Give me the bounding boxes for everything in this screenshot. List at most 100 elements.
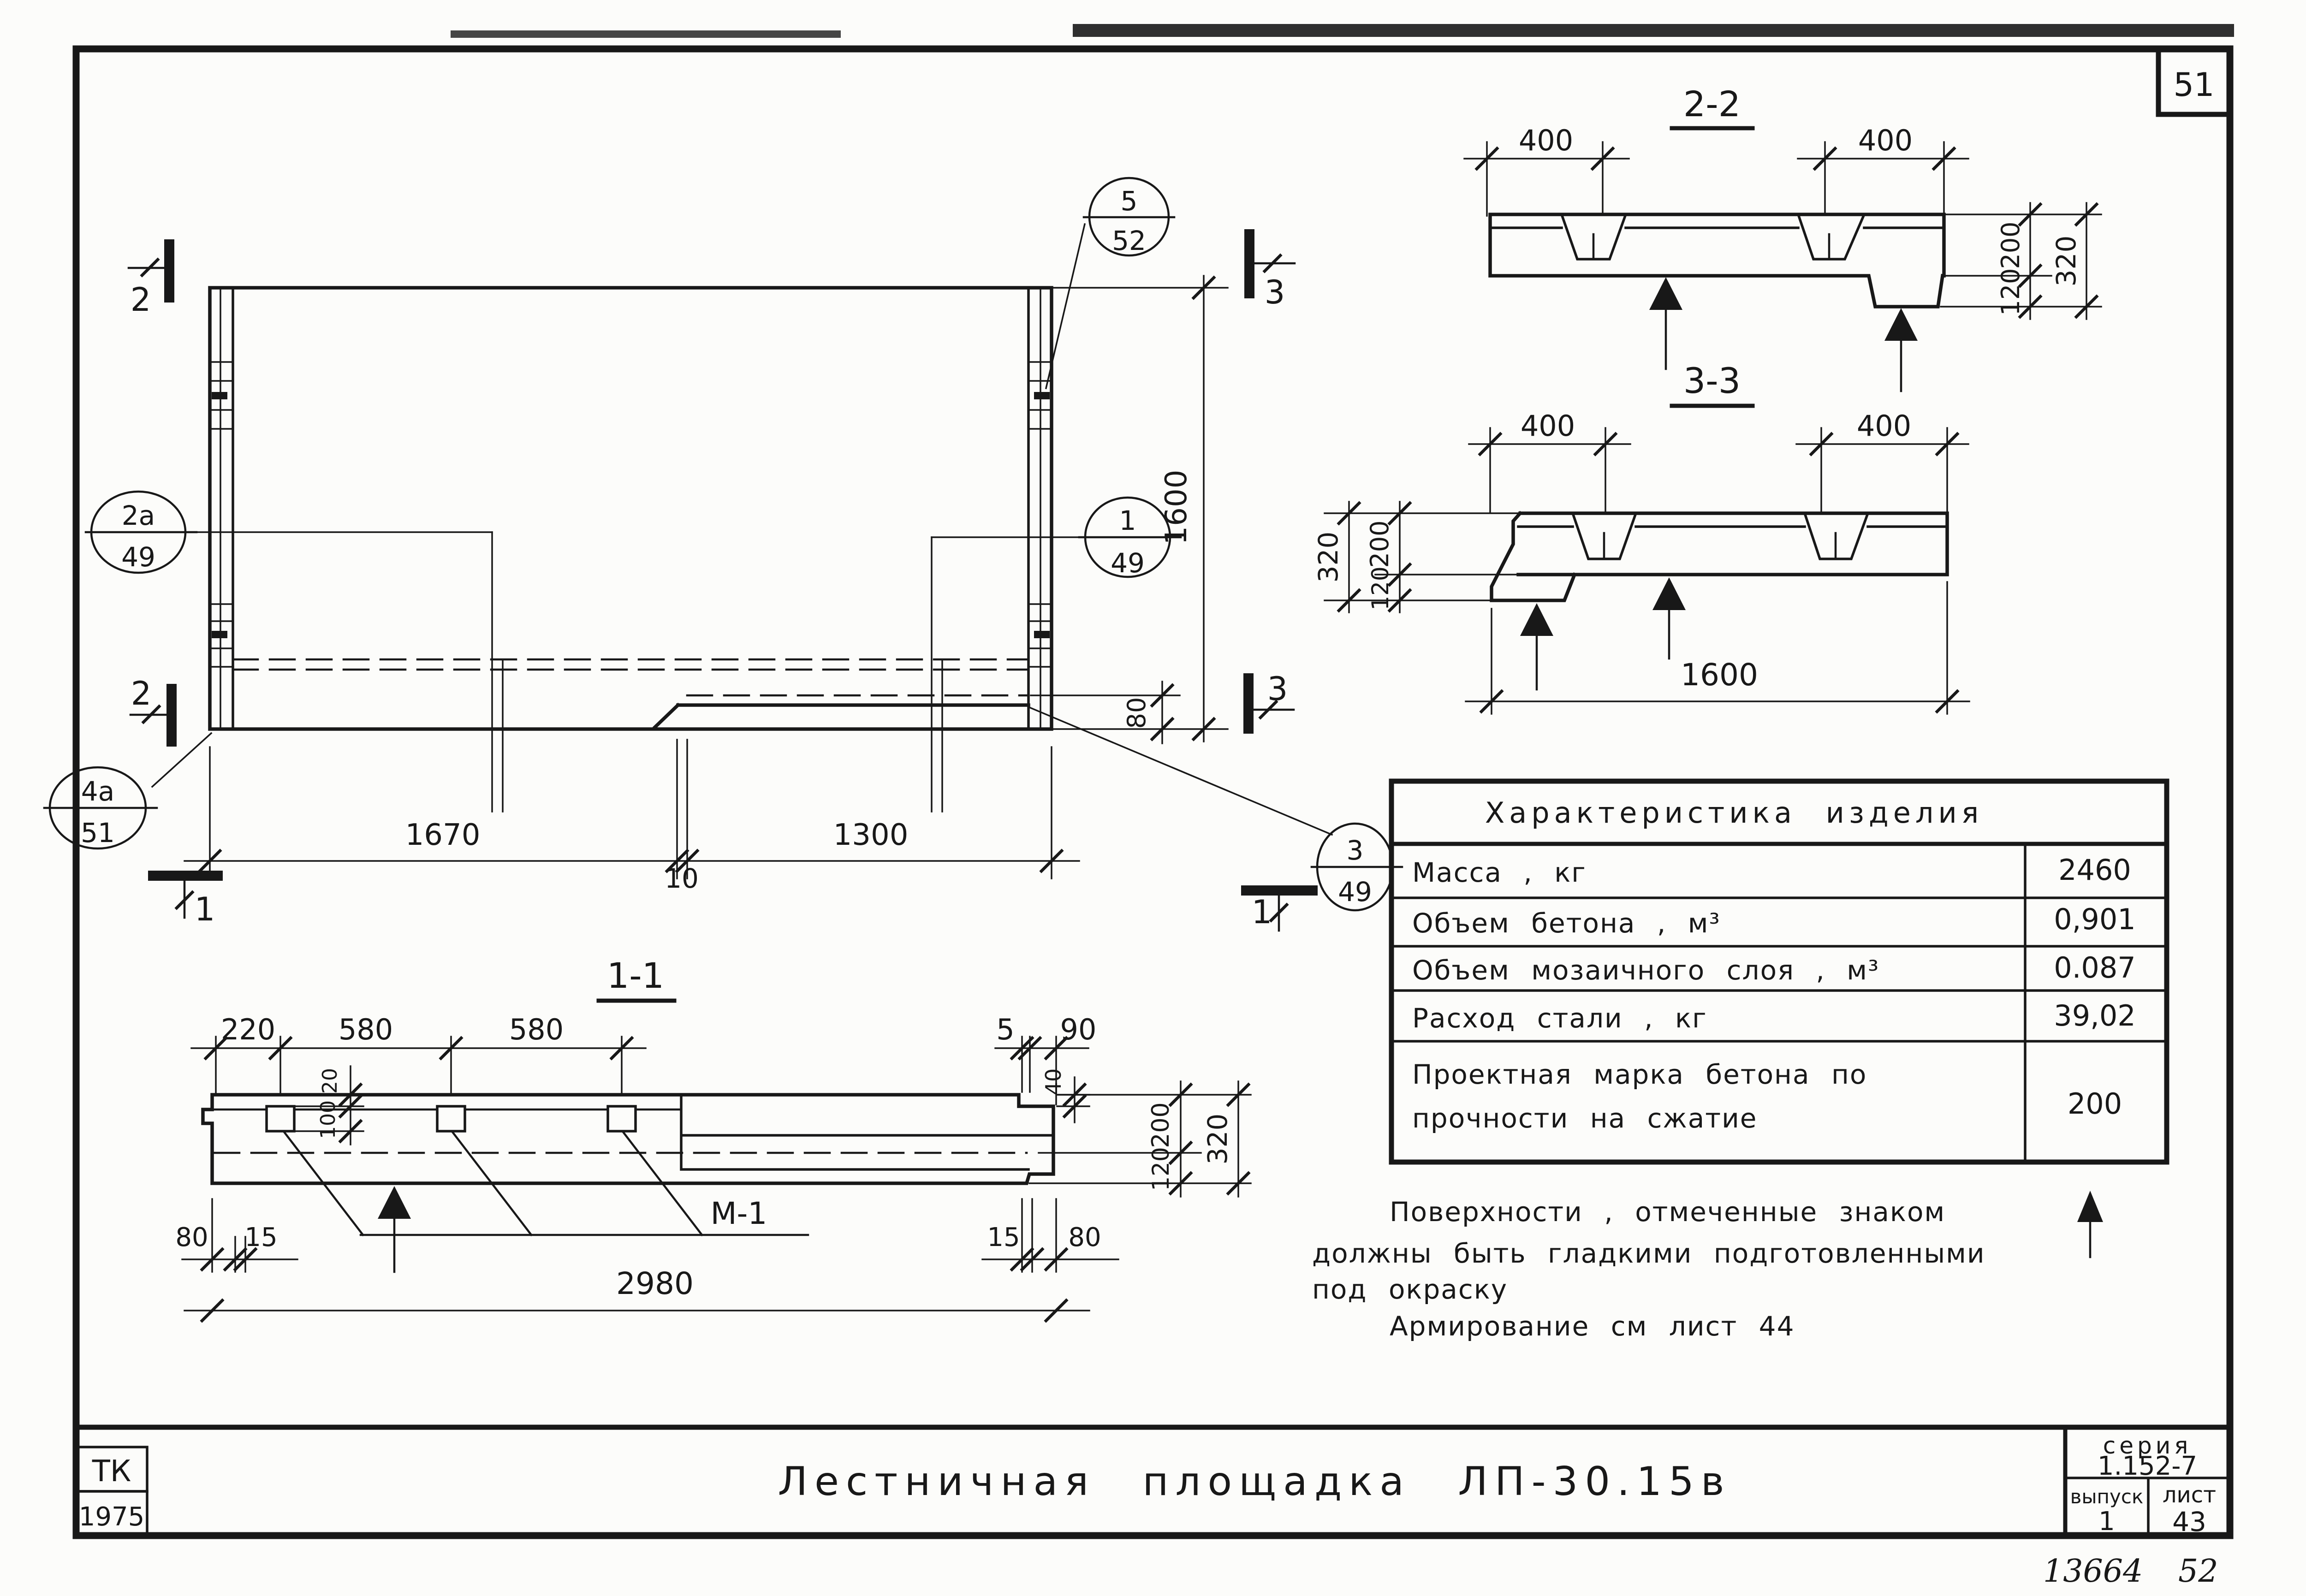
dim-200: 200 [1147, 1102, 1175, 1148]
cut-3-label: 3 [1267, 670, 1288, 708]
callout-num: 4a [81, 776, 114, 807]
page-number-box [2156, 46, 2233, 117]
ext-lines [1486, 141, 1945, 217]
issue-label: выпуск [2070, 1485, 2144, 1508]
dim-2980: 2980 [616, 1266, 694, 1301]
section-marker-lines [127, 262, 1296, 932]
section-1-1: 1-1 220 580 580 5 90 40 20 100 200 120 3… [175, 955, 1252, 1323]
support-mark [1652, 577, 1686, 610]
embed-label: М-1 [711, 1196, 767, 1231]
callout-sheet: 49 [1338, 876, 1372, 908]
plan-step-line [652, 702, 1030, 730]
dim-400: 400 [1858, 124, 1913, 157]
titleblock-cell-rules [2064, 1477, 2231, 1537]
embed-plate [606, 1105, 637, 1133]
chain-dim-lines [2029, 202, 2087, 320]
support-mark [1520, 603, 1553, 636]
plan-outline [208, 286, 1053, 731]
dim-ticks [1474, 146, 1956, 171]
dim-80: 80 [1122, 697, 1151, 729]
callout-sheet: 49 [121, 541, 155, 573]
notch-center-lines [1603, 532, 1837, 560]
dim-1670: 1670 [405, 818, 481, 852]
callout-leader [1028, 706, 1333, 836]
chain-ext-lines [1028, 1094, 1252, 1184]
plan-drop-lines [491, 531, 943, 813]
total-ticks [200, 1298, 1069, 1323]
dim-1600: 1600 [1159, 470, 1194, 545]
callout-sheet: 49 [1111, 547, 1145, 579]
table-row-value: 0.087 [2054, 951, 2136, 985]
surface-finish-mark [2077, 1191, 2103, 1222]
section-outline [1490, 510, 1949, 602]
cut-3-label: 3 [1265, 273, 1285, 311]
groove-mark [212, 392, 227, 399]
notch-center-lines [1592, 233, 1831, 261]
callout-num: 3 [1347, 835, 1364, 866]
section-title: 1-1 [607, 955, 664, 996]
section-title: 3-3 [1683, 360, 1741, 401]
plan-dim-ticks [197, 275, 1216, 873]
dim-100: 100 [316, 1100, 340, 1139]
table-title: Характеристика изделия [1485, 796, 1983, 830]
groove-mark [1034, 392, 1050, 399]
dim-1600: 1600 [1681, 657, 1758, 693]
dim-10: 10 [665, 863, 699, 894]
sheet-frame: 51 [72, 24, 2234, 1539]
dim-40: 40 [1041, 1068, 1066, 1096]
frame-border [72, 45, 2234, 1539]
chain-ticks [1337, 501, 1412, 613]
dim-200: 200 [1996, 221, 2025, 269]
length-ticks [1479, 689, 1960, 714]
plan-edge-mid-lines [220, 287, 1041, 730]
table-row-label: Объем бетона , м³ [1412, 908, 1721, 939]
dim-400: 400 [1857, 409, 1911, 443]
chain-ext-lines [1324, 512, 1519, 601]
table-border [1389, 778, 2169, 1165]
cut-1-label: 1 [195, 890, 215, 928]
dim-400: 400 [1519, 124, 1573, 157]
callout-left: 2a 49 [84, 490, 493, 574]
series-value: 1.152-7 [2098, 1451, 2197, 1481]
dim-320: 320 [2050, 236, 2082, 287]
dim-320: 320 [1313, 532, 1344, 583]
chain-dim-lines [1180, 1080, 1239, 1198]
length-ext-lines [1491, 581, 1948, 715]
callout-sheet: 52 [1112, 225, 1146, 256]
embed-leaders [283, 1131, 809, 1237]
dim-220: 220 [221, 1013, 275, 1046]
notes: Поверхности , отмеченные знаком должны б… [1312, 1191, 2103, 1342]
callout-sheet: 51 [81, 817, 115, 848]
section-marker-ticks [140, 253, 1289, 923]
chain-ticks [2018, 202, 2099, 319]
callout-num: 2a [122, 500, 155, 531]
dim-15: 15 [244, 1222, 277, 1252]
stamp-tk: ТК [92, 1454, 131, 1489]
embed-plate [265, 1105, 296, 1133]
dim-ticks [1478, 432, 1960, 457]
embed-plate [436, 1105, 466, 1133]
page-number: 51 [2173, 66, 2214, 104]
bl-ext-lines [211, 1198, 246, 1273]
dim-580: 580 [339, 1013, 393, 1046]
series-label: серия [2103, 1432, 2192, 1459]
chain-dim-lines [1348, 501, 1401, 613]
table-row-label-line2: прочности на сжатие [1412, 1103, 1757, 1134]
dim-1300: 1300 [833, 818, 909, 852]
dim-200: 200 [1365, 520, 1394, 568]
section-2-2: 2-2 400 400 200 120 320 [1463, 83, 2102, 392]
dim-120: 120 [1996, 268, 2025, 315]
support-stems [1535, 609, 1670, 691]
cut-2-label: 2 [131, 675, 152, 712]
spec-table: Характеристика изделия Масса , кг 2460 О… [1389, 778, 2169, 1165]
callout-top-right: 5 52 [1045, 177, 1176, 390]
br-ticks [1010, 1247, 1069, 1272]
cut-1-label: 1 [1252, 893, 1272, 931]
chain-ticks [1168, 1082, 1251, 1196]
title-block: ТК 1975 Лестничная площадка ЛП-30.15в се… [75, 1425, 2231, 1538]
section-outline [201, 1093, 1055, 1185]
table-row-value: 0,901 [2054, 902, 2136, 936]
table-row-value: 200 [2068, 1087, 2122, 1121]
callout-leader [151, 732, 213, 788]
